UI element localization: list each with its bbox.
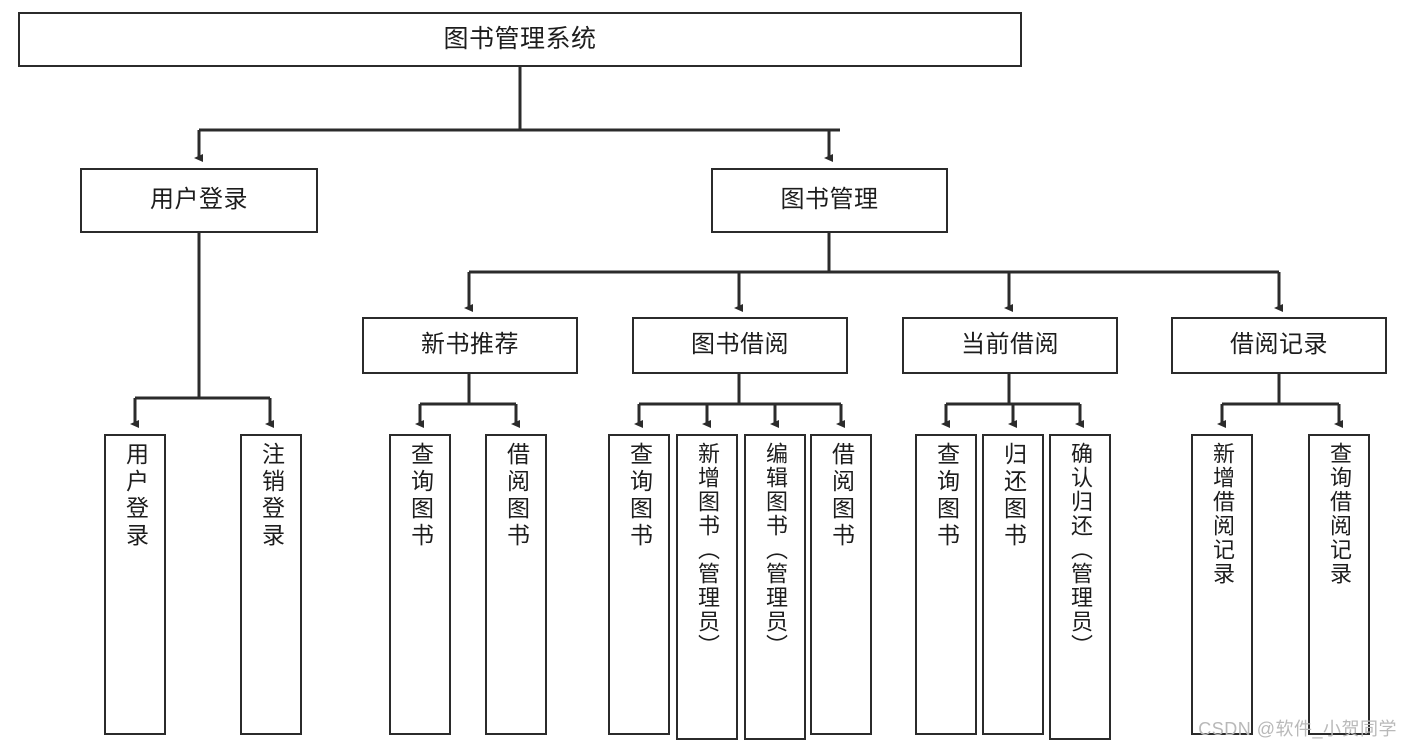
node-book-borrow-label: 图书借阅 (691, 331, 789, 359)
leaf-logout[interactable]: 注销登录 (240, 434, 302, 735)
node-new-book-recommend-label: 新书推荐 (421, 331, 519, 359)
leaf-add-borrow-record-label: 新增借阅记录 (1210, 442, 1235, 586)
node-current-borrow[interactable]: 当前借阅 (902, 317, 1118, 374)
node-book-borrow[interactable]: 图书借阅 (632, 317, 848, 374)
leaf-add-borrow-record[interactable]: 新增借阅记录 (1191, 434, 1253, 735)
leaf-borrow-book[interactable]: 借阅图书 (810, 434, 872, 735)
leaf-query-borrow-record-label: 查询借阅记录 (1327, 442, 1352, 586)
leaf-query-book-newbook[interactable]: 查询图书 (389, 434, 451, 735)
node-book-management[interactable]: 图书管理 (711, 168, 948, 233)
leaf-add-book-admin-label: 新增图书（管理员） (695, 442, 720, 658)
leaf-borrow-book-newbook-label: 借阅图书 (503, 442, 530, 550)
leaf-query-book-borrow[interactable]: 查询图书 (608, 434, 670, 735)
leaf-user-login-label: 用户登录 (122, 442, 149, 550)
leaf-user-login[interactable]: 用户登录 (104, 434, 166, 735)
leaf-query-borrow-record[interactable]: 查询借阅记录 (1308, 434, 1370, 735)
watermark: CSDN @软件_小贺同学 (1198, 719, 1397, 739)
leaf-confirm-return-admin[interactable]: 确认归还（管理员） (1049, 434, 1111, 740)
node-root[interactable]: 图书管理系统 (18, 12, 1022, 67)
leaf-borrow-book-label: 借阅图书 (828, 442, 855, 550)
node-new-book-recommend[interactable]: 新书推荐 (362, 317, 578, 374)
node-user-login-label: 用户登录 (150, 186, 248, 214)
leaf-borrow-book-newbook[interactable]: 借阅图书 (485, 434, 547, 735)
leaf-query-book-borrow-label: 查询图书 (626, 442, 653, 550)
leaf-logout-label: 注销登录 (258, 442, 285, 550)
leaf-query-book-newbook-label: 查询图书 (407, 442, 434, 550)
node-borrow-records[interactable]: 借阅记录 (1171, 317, 1387, 374)
node-borrow-records-label: 借阅记录 (1230, 331, 1328, 359)
node-user-login[interactable]: 用户登录 (80, 168, 318, 233)
leaf-return-book[interactable]: 归还图书 (982, 434, 1044, 735)
leaf-add-book-admin[interactable]: 新增图书（管理员） (676, 434, 738, 740)
node-book-management-label: 图书管理 (780, 186, 879, 214)
leaf-edit-book-admin-label: 编辑图书（管理员） (763, 442, 788, 658)
node-root-label: 图书管理系统 (443, 24, 597, 53)
leaf-return-book-label: 归还图书 (1000, 442, 1027, 550)
leaf-confirm-return-admin-label: 确认归还（管理员） (1068, 442, 1093, 658)
leaf-query-book-current-label: 查询图书 (933, 442, 960, 550)
leaf-query-book-current[interactable]: 查询图书 (915, 434, 977, 735)
leaf-edit-book-admin[interactable]: 编辑图书（管理员） (744, 434, 806, 740)
node-current-borrow-label: 当前借阅 (961, 331, 1059, 359)
